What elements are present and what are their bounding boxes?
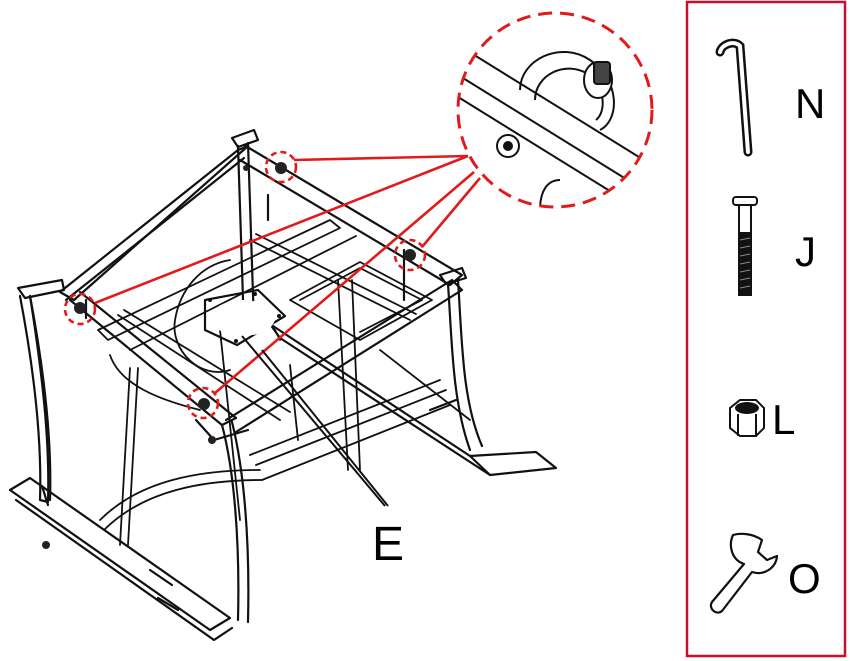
part-o: O (709, 532, 821, 614)
right-runner (268, 266, 558, 477)
callout-e: E (241, 335, 404, 571)
parts-panel: N J (685, 0, 847, 658)
highlight-circle-back (264, 150, 298, 184)
corner-bolts (42, 162, 416, 549)
back-left-post (230, 128, 260, 332)
part-l: L (729, 396, 795, 443)
highlight-circle-left (63, 292, 97, 326)
swivel-plate (203, 288, 287, 347)
highlight-circle-right (393, 238, 427, 272)
allen-key-icon (715, 38, 753, 157)
wrench-icon (709, 532, 779, 614)
leader-line (293, 154, 469, 162)
left-runner (8, 278, 234, 642)
inner-members (97, 219, 471, 546)
part-n: N (715, 38, 825, 157)
highlight-circle-front (186, 386, 220, 420)
leader-line (94, 154, 469, 305)
leader-line (421, 177, 481, 248)
seat-frame (58, 143, 464, 434)
part-l-label: L (772, 396, 795, 443)
detail-magnifier (456, 11, 654, 209)
part-n-label: N (795, 80, 825, 127)
bolt-icon (732, 196, 758, 296)
part-o-label: O (788, 555, 821, 602)
nut-icon (729, 399, 765, 437)
part-j-label: J (795, 228, 816, 275)
part-j: J (732, 196, 816, 296)
front-right-post (194, 418, 250, 624)
callout-e-label: E (372, 518, 404, 571)
